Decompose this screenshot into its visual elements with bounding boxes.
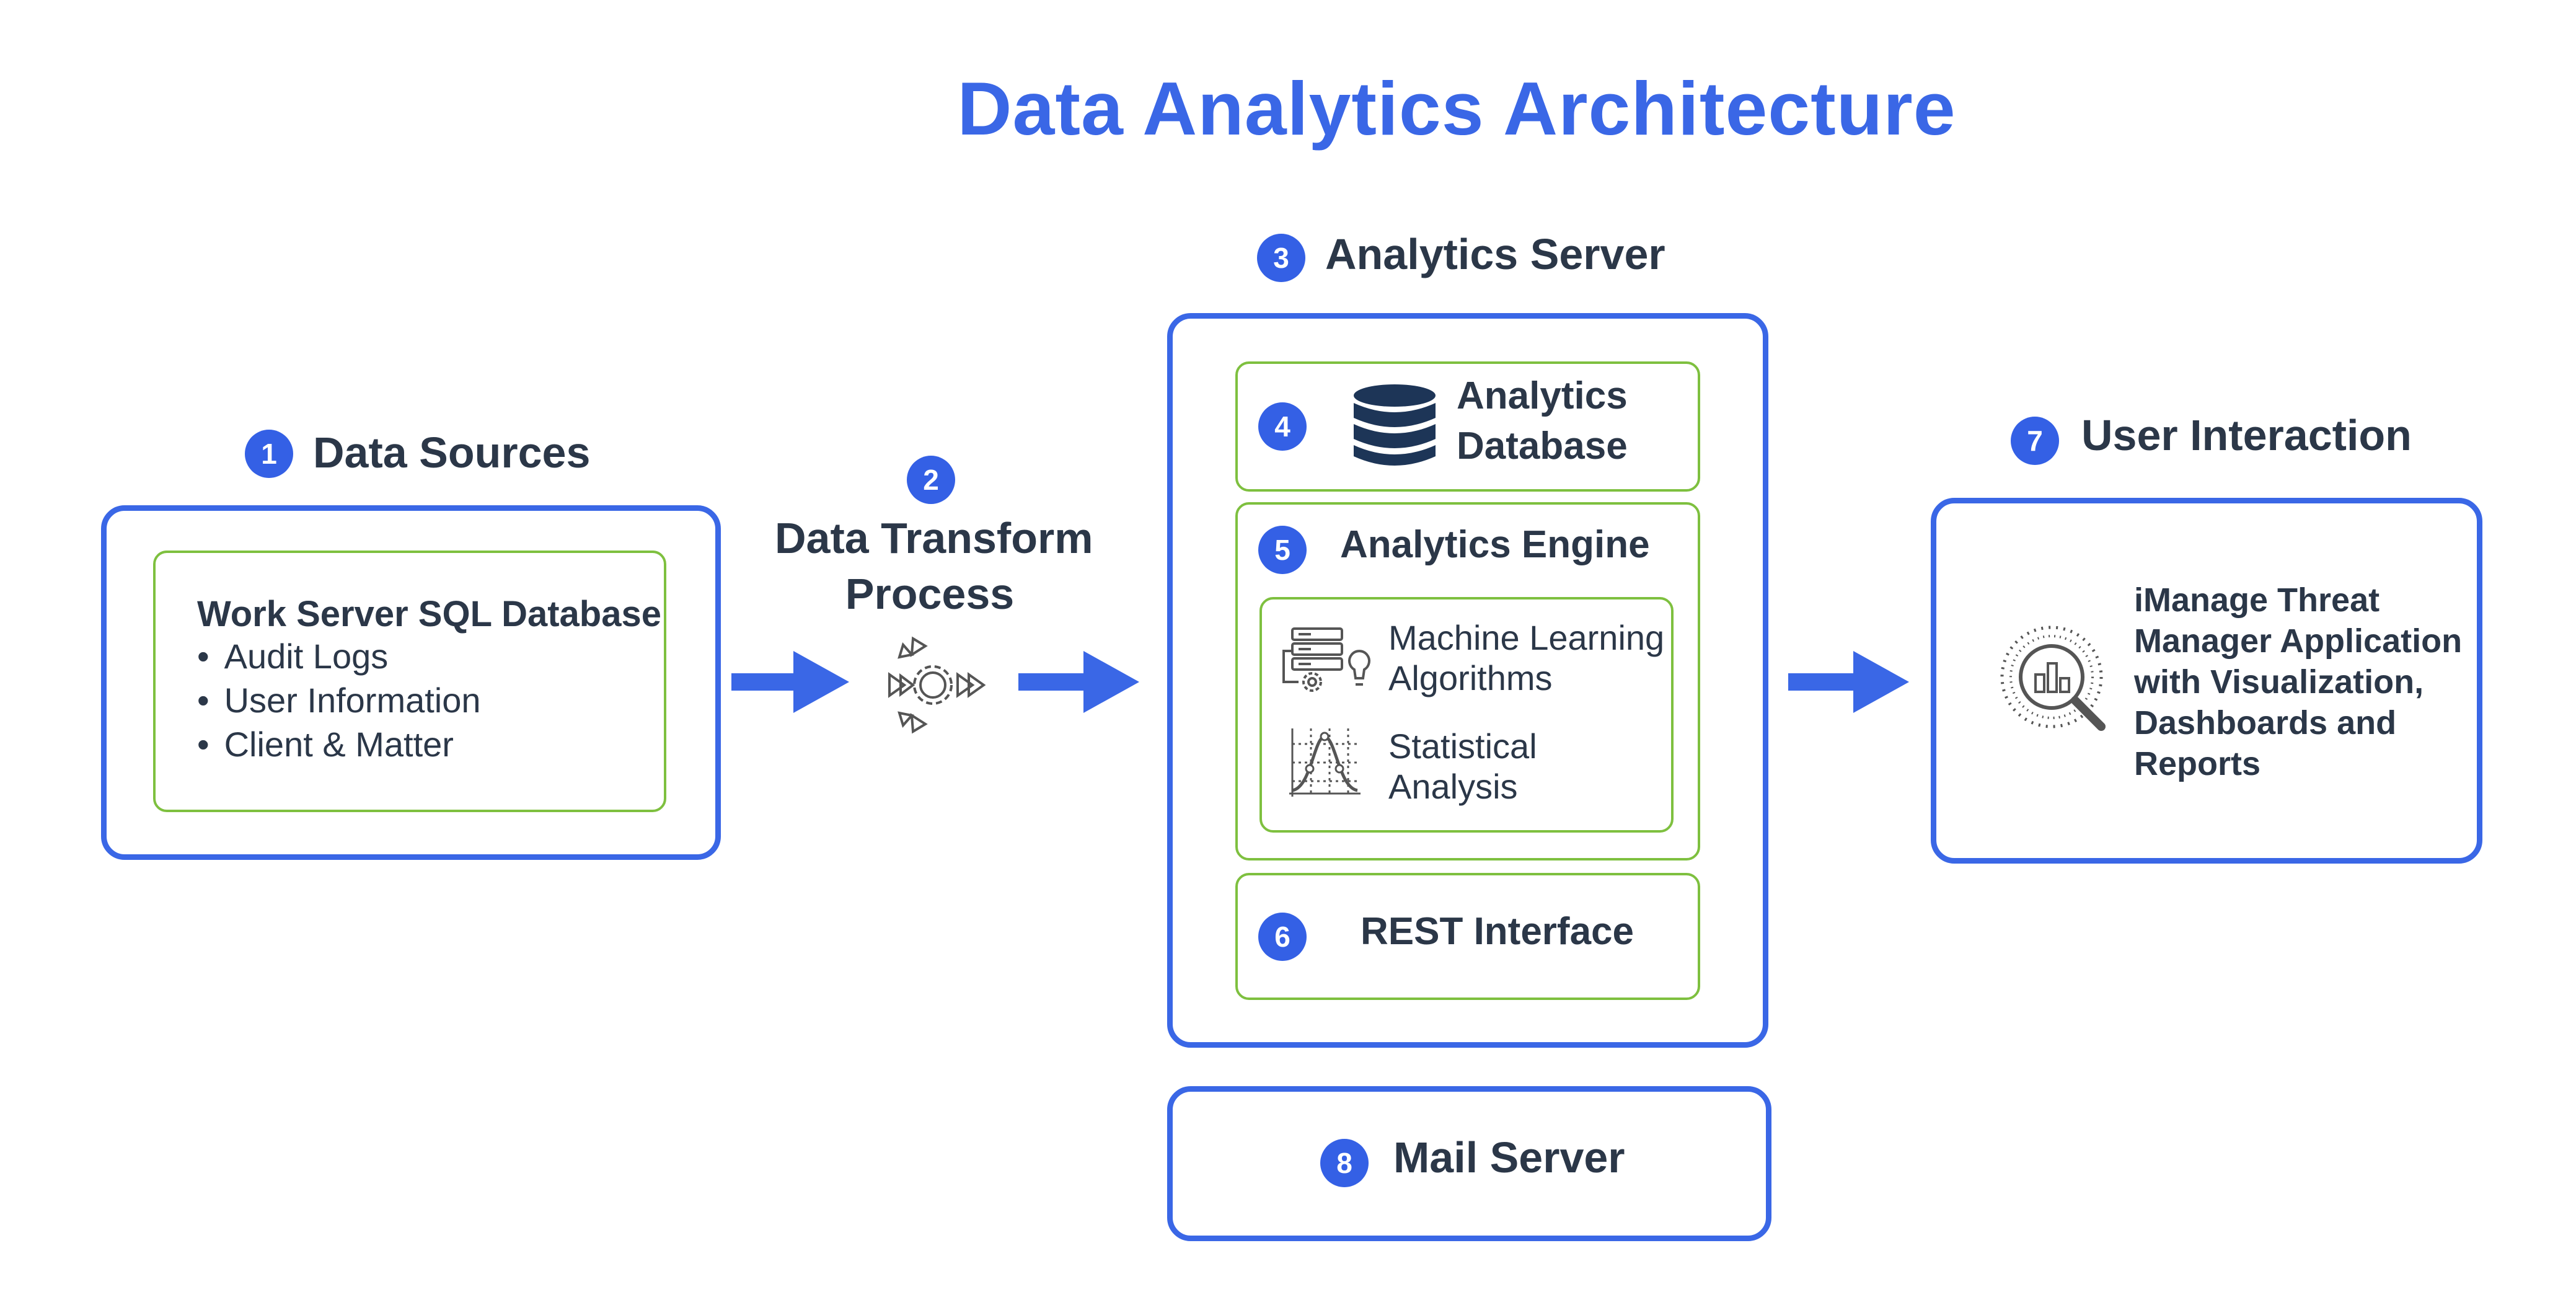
database-icon	[1354, 384, 1436, 466]
data-source-item: Audit Logs	[197, 634, 481, 678]
statistical-label-line1: Statistical	[1388, 727, 1537, 766]
step-badge-2: 2	[907, 456, 955, 504]
data-source-item: Client & Matter	[197, 722, 481, 766]
arrow-right-icon	[1018, 651, 1139, 713]
analytics-database-box	[1235, 361, 1700, 492]
user-app-description: iManage Threat Manager Application with …	[2134, 580, 2462, 784]
user-app-line: Reports	[2134, 745, 2261, 782]
mail-server-box	[1167, 1086, 1771, 1241]
statistical-label-line2: Analysis	[1388, 767, 1518, 806]
analytics-engine-heading: Analytics Engine	[1340, 523, 1650, 566]
user-app-line: with Visualization,	[2134, 663, 2424, 701]
data-transform-heading-line2: Process	[845, 570, 1015, 618]
rest-interface-box	[1235, 873, 1700, 1000]
ml-label-line1: Machine Learning	[1388, 618, 1665, 657]
step-badge-8: 8	[1320, 1139, 1369, 1187]
sql-database-heading: Work Server SQL Database	[197, 594, 661, 634]
step-badge-5: 5	[1258, 526, 1307, 574]
data-sources-heading: Data Sources	[313, 428, 591, 477]
diagram-title: Data Analytics Architecture	[957, 66, 1956, 151]
step-badge-1: 1	[245, 430, 293, 478]
analytics-server-heading: Analytics Server	[1325, 230, 1665, 278]
user-interaction-heading: User Interaction	[2081, 411, 2412, 459]
step-badge-4: 4	[1258, 402, 1307, 451]
arrow-right-icon	[1788, 651, 1909, 713]
step-badge-7: 7	[2011, 417, 2059, 465]
ml-label-line2: Algorithms	[1388, 658, 1553, 697]
rest-interface-label: REST Interface	[1361, 910, 1634, 953]
mail-server-label: Mail Server	[1393, 1133, 1625, 1182]
user-app-line: iManage Threat	[2134, 582, 2380, 619]
bell-curve-icon	[1289, 728, 1361, 797]
data-source-list: Audit Logs User Information Client & Mat…	[197, 634, 481, 766]
analytics-magnifier-icon	[2000, 626, 2106, 731]
gear-arrows-icon	[888, 636, 986, 734]
step-badge-6: 6	[1258, 913, 1307, 961]
ml-icon	[1282, 627, 1370, 692]
user-app-line: Manager Application	[2134, 622, 2463, 660]
user-app-line: Dashboards and	[2134, 704, 2397, 741]
data-transform-heading-line1: Data Transform	[775, 514, 1093, 562]
data-source-item: User Information	[197, 678, 481, 722]
arrow-right-icon	[731, 651, 849, 713]
analytics-database-label-line1: Analytics	[1457, 374, 1628, 417]
step-badge-3: 3	[1257, 234, 1305, 282]
analytics-database-label-line2: Database	[1457, 425, 1628, 467]
